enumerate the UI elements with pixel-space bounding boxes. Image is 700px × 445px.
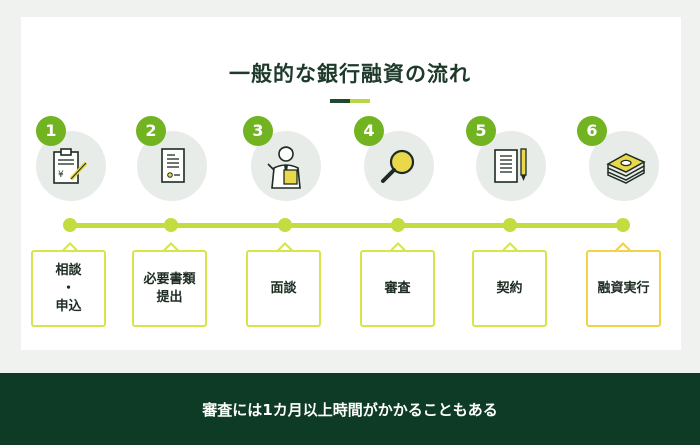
contract-pen-icon <box>494 148 527 183</box>
step-6-pointer <box>615 242 631 251</box>
step-5-pointer <box>502 242 518 251</box>
step-1-number: 1 <box>36 116 66 146</box>
title-underline-dark <box>330 99 350 103</box>
step-4-box: 審査 <box>360 250 435 327</box>
footer-note: 審査には1カ月以上時間がかかることもある <box>202 401 498 419</box>
magnifier-icon <box>381 149 415 183</box>
step-5-label: 契約 <box>496 280 523 296</box>
step-2-pointer <box>163 242 179 251</box>
step-5-number: 5 <box>466 116 496 146</box>
document-pen-yen-icon: ¥ <box>53 148 88 184</box>
timeline-dot-5 <box>503 218 517 232</box>
timeline-dot-1 <box>63 218 77 232</box>
step-2-label: 必要書類 提出 <box>143 271 196 305</box>
document-icon <box>161 148 185 183</box>
timeline-dot-2 <box>164 218 178 232</box>
page-title: 一般的な銀行融資の流れ <box>229 62 471 86</box>
step-4-pointer <box>390 242 406 251</box>
step-4-label: 審査 <box>384 280 411 296</box>
money-stack-icon <box>606 153 646 184</box>
timeline-dot-4 <box>391 218 405 232</box>
timeline-dot-6 <box>616 218 630 232</box>
step-3-label: 面談 <box>270 280 297 296</box>
businessman-icon <box>267 146 301 189</box>
footer-banner <box>0 373 700 445</box>
step-3-number: 3 <box>243 116 273 146</box>
step-2-box: 必要書類 提出 <box>132 250 207 327</box>
step-6-label: 融資実行 <box>597 280 650 296</box>
step-4-number: 4 <box>354 116 384 146</box>
step-5-box: 契約 <box>472 250 547 327</box>
step-6-box: 融資実行 <box>586 250 661 327</box>
timeline-dot-3 <box>278 218 292 232</box>
step-2-number: 2 <box>136 116 166 146</box>
step-3-box: 面談 <box>246 250 321 327</box>
content-card <box>21 17 681 350</box>
step-1-pointer <box>62 242 78 251</box>
step-3-pointer <box>277 242 293 251</box>
step-6-number: 6 <box>577 116 607 146</box>
title-underline-light <box>350 99 370 103</box>
step-1-box: 相談 ・ 申込 <box>31 250 106 327</box>
step-1-label: 相談 ・ 申込 <box>55 262 82 314</box>
timeline-line <box>70 223 626 228</box>
svg-text:¥: ¥ <box>58 170 64 180</box>
